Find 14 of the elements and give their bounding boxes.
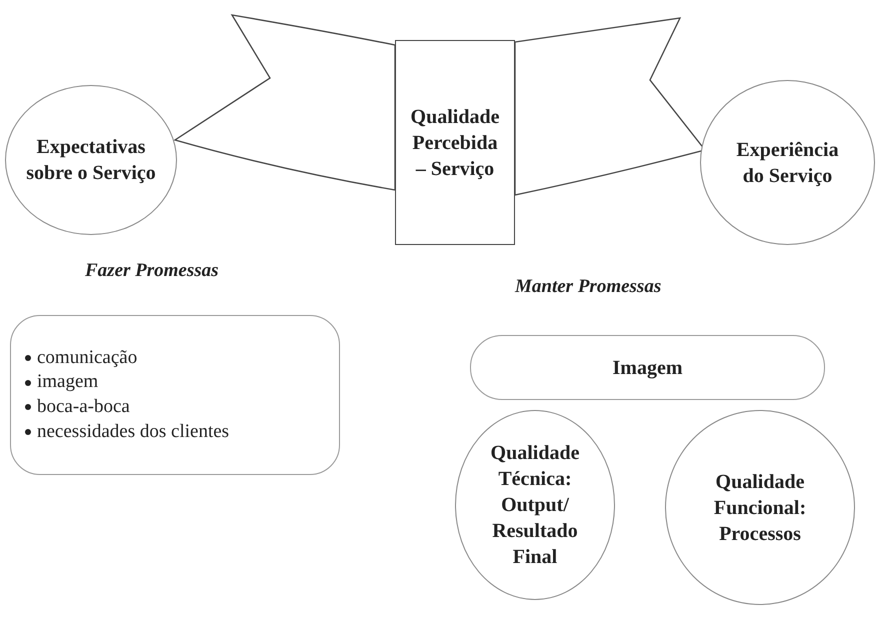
node-label: Experiência do Serviço — [735, 138, 840, 188]
bullet-item: comunicação — [37, 346, 138, 370]
section-heading: Fazer Promessas — [85, 260, 219, 282]
node-label: Expectativas sobre o Serviço — [25, 135, 157, 186]
node-label: Qualidade Técnica: Output/ Resultado Final — [490, 441, 580, 570]
node-label: Imagem — [612, 356, 684, 380]
bullet-item: necessidades dos clientes — [37, 420, 230, 444]
section-heading: Manter Promessas — [515, 276, 662, 298]
bullet-item: boca-a-boca — [37, 395, 130, 419]
bullet-item: imagem — [37, 370, 98, 394]
rounded-box — [10, 315, 340, 475]
node-label: Qualidade Percebida – Serviço — [410, 104, 500, 182]
node-label: Qualidade Funcional: Processos — [712, 470, 808, 546]
banner-panel — [395, 40, 515, 245]
